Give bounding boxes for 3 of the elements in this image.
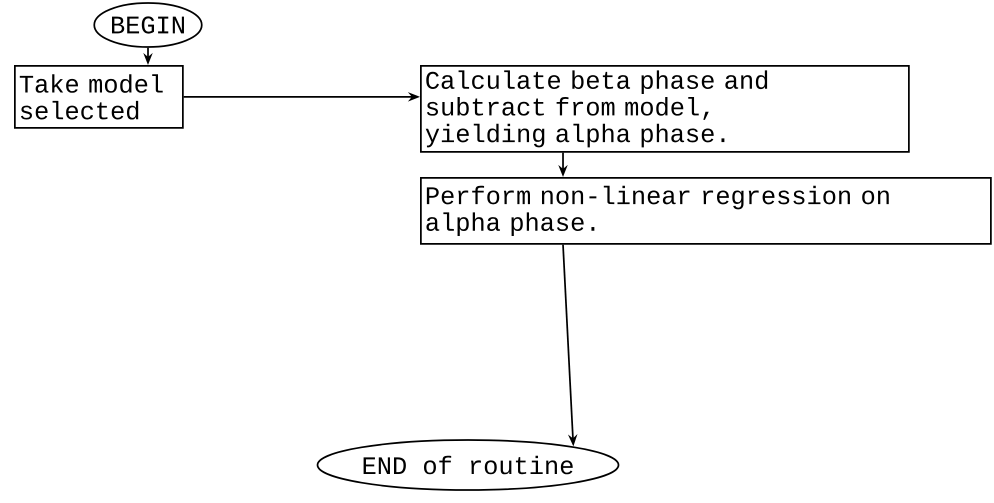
process-box: Take model selected xyxy=(14,65,184,129)
process-box: Calculate beta phase and subtract from model, yielding alpha phase. xyxy=(420,65,910,153)
process-box: Perform non-linear regression on alpha phase. xyxy=(420,177,992,245)
